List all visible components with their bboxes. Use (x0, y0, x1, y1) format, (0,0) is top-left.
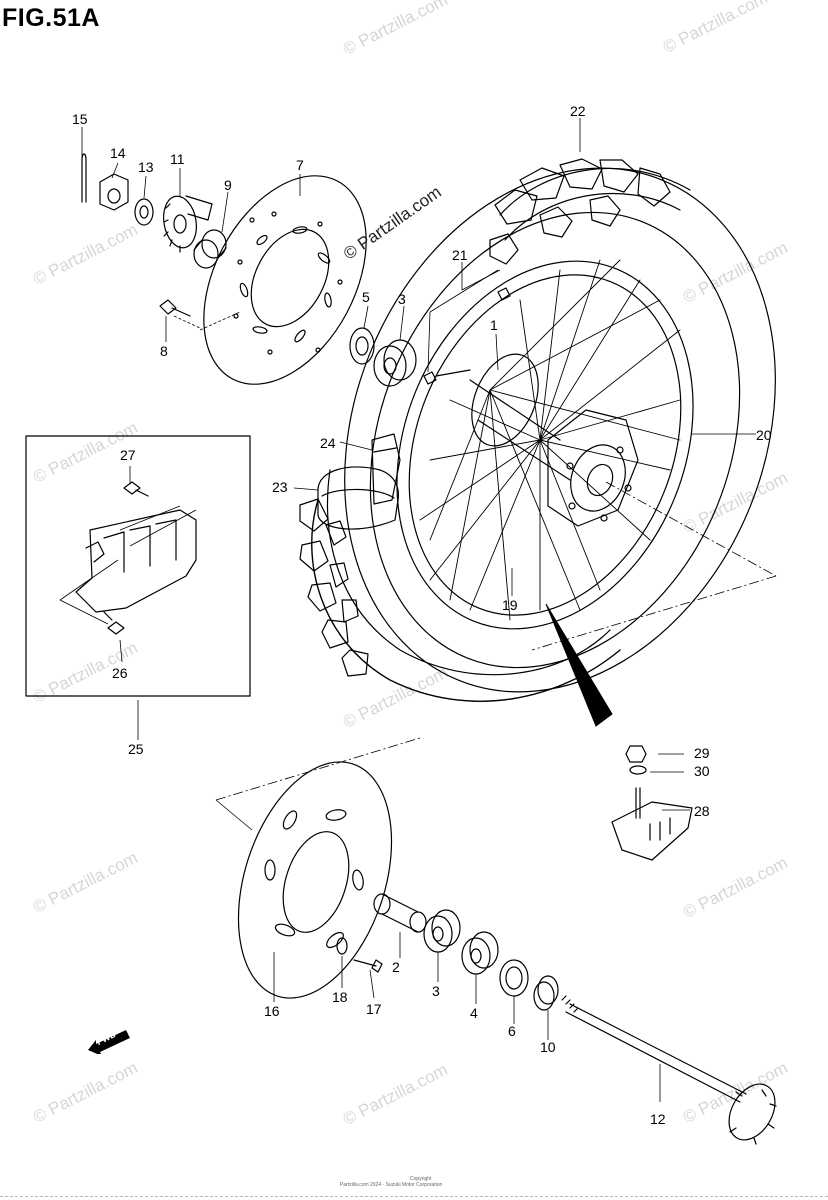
spacer-illustration (373, 893, 427, 933)
callout-1: 1 (490, 317, 498, 333)
callout-10: 10 (540, 1039, 556, 1055)
rim-illustration (396, 260, 694, 630)
spoke-nipple-illustration (423, 369, 471, 385)
bearing-illustration (461, 931, 499, 975)
figure-title: FIG.51A (2, 4, 100, 32)
dust-seal-illustration (349, 327, 375, 365)
callout-3: 3 (398, 291, 406, 307)
fwd-arrow-icon (88, 1030, 130, 1054)
chain-guard-illustration (75, 509, 197, 613)
washer-illustration (134, 198, 154, 226)
tube-illustration (317, 433, 401, 530)
callout-5: 5 (362, 289, 370, 305)
callout-16: 16 (264, 1003, 280, 1019)
pointer-arrow-icon (545, 603, 613, 727)
guard-bolt-illustration (103, 611, 125, 635)
callout-27: 27 (120, 447, 136, 463)
footer-line1: Copyright (410, 1176, 432, 1182)
spacer-illustration (533, 975, 559, 1011)
dust-seal-illustration (499, 959, 529, 997)
footer-copyright: Copyright Partzilla.com 2024 · Suzuki Mo… (340, 1176, 442, 1188)
callout-3: 3 (432, 983, 440, 999)
callout-14: 14 (110, 145, 126, 161)
callout-20: 20 (756, 427, 772, 443)
sprocket-washer-illustration (336, 937, 348, 955)
hub-illustration (469, 353, 639, 527)
callout-4: 4 (470, 1005, 478, 1021)
callout-22: 22 (570, 103, 586, 119)
callout-25: 25 (128, 741, 144, 757)
adjuster-nut-illustration (625, 745, 647, 763)
cotter-pin-illustration (81, 153, 87, 203)
callout-21: 21 (452, 247, 468, 263)
footer-divider (0, 1196, 828, 1197)
meter-gear-illustration (163, 195, 213, 253)
spacer-illustration (193, 229, 227, 269)
callout-17: 17 (366, 1001, 382, 1017)
tire-illustration (299, 158, 776, 702)
footer-line2: Partzilla.com 2024 · Suzuki Motor Corpor… (340, 1182, 443, 1188)
callout-24: 24 (320, 435, 336, 451)
bearing-illustration (373, 339, 417, 387)
callout-15: 15 (72, 111, 88, 127)
adjuster-washer-illustration (629, 765, 647, 775)
callout-23: 23 (272, 479, 288, 495)
nut-illustration (99, 173, 129, 211)
guard-inset-box (25, 435, 251, 697)
sprocket-bolt-illustration (353, 959, 383, 973)
callout-12: 12 (650, 1111, 666, 1127)
brake-disc-illustration (203, 175, 367, 385)
sprocket-illustration (237, 761, 393, 999)
callout-19: 19 (502, 597, 518, 613)
callout-28: 28 (694, 803, 710, 819)
callout-7: 7 (296, 157, 304, 173)
callout-18: 18 (332, 989, 348, 1005)
callout-6: 6 (508, 1023, 516, 1039)
callout-11: 11 (170, 151, 185, 167)
guard-bolt-illustration (123, 481, 149, 497)
axle-illustration (561, 995, 777, 1145)
chain-adjuster-illustration (611, 787, 693, 861)
callout-9: 9 (224, 177, 232, 193)
bearing-illustration (423, 909, 461, 953)
spoke-nipple-illustration (497, 287, 511, 301)
spokes-illustration (419, 259, 681, 621)
callout-8: 8 (160, 343, 168, 359)
callout-29: 29 (694, 745, 710, 761)
callout-2: 2 (392, 959, 400, 975)
callout-13: 13 (138, 159, 154, 175)
callout-26: 26 (112, 665, 128, 681)
callout-30: 30 (694, 763, 710, 779)
disc-bolt-illustration (159, 299, 191, 317)
